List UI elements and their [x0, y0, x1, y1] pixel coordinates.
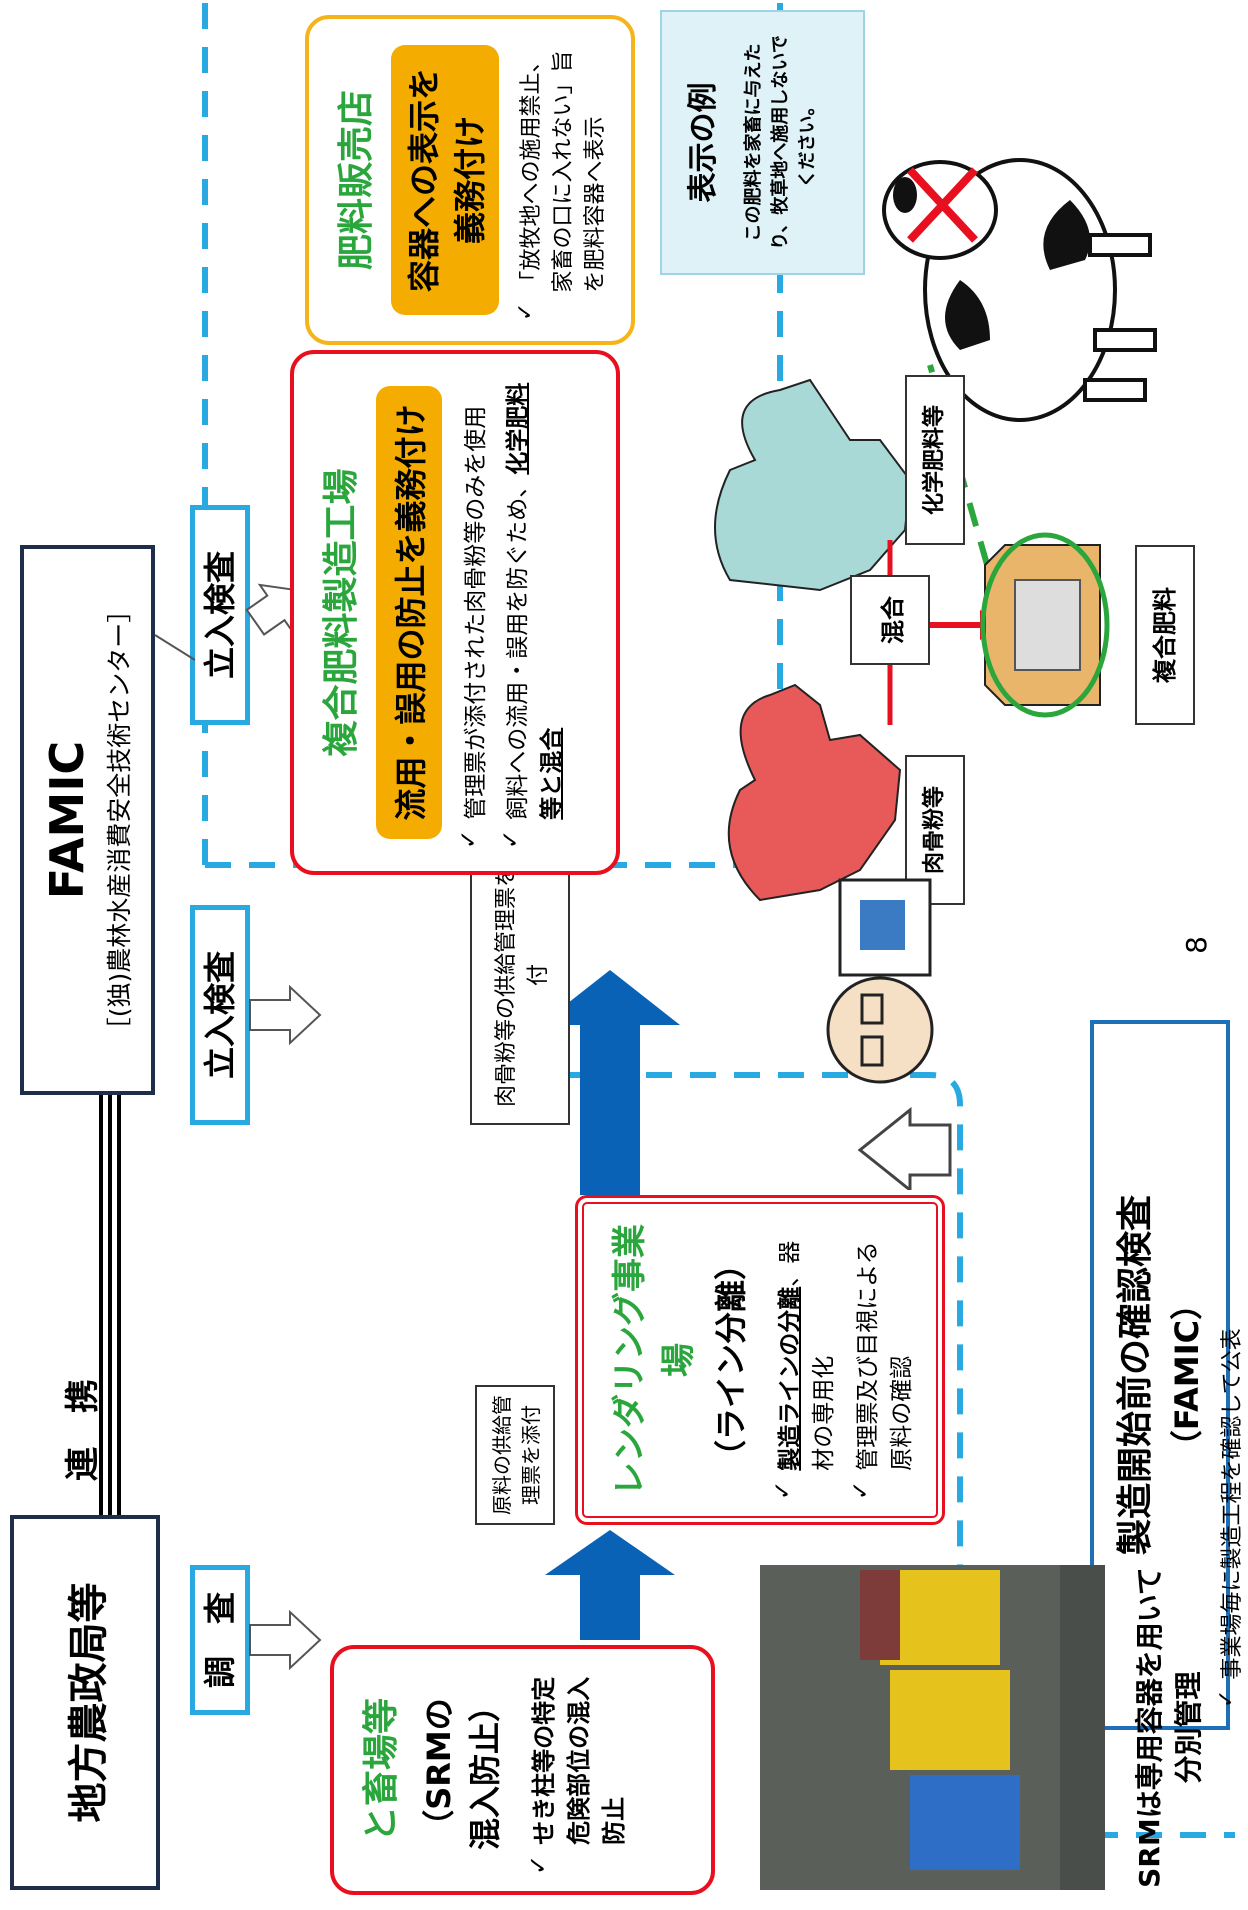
label-example-title: 表示の例: [686, 82, 721, 203]
check-icon: ✓: [1214, 1689, 1239, 1708]
check-icon: ✓: [498, 829, 524, 849]
rendering-title: レンダリング事業場: [610, 1224, 699, 1496]
compound-plant-check-1-text: 管理票が添付された肉骨粉等のみを使用: [463, 405, 489, 820]
label-example-box: 表示の例 この肥料を家畜に与えたり、牧草地へ施用しないでください。: [660, 10, 865, 275]
rendering-check-2: ✓ 管理票及び目視による原料の確認: [848, 1220, 916, 1500]
pre-check-item-text: 事業場毎に製造工程を確認して公表: [1220, 1328, 1245, 1680]
page-number: 8: [1180, 936, 1213, 954]
cooperation-connector: [99, 1095, 121, 1515]
label-example-text: この肥料を家畜に与えたり、牧草地へ施用しないでください。: [743, 35, 818, 250]
compound-fertilizer-label: 複合肥料: [1135, 545, 1195, 725]
rendering-check-2-text: 管理票及び目視による原料の確認: [855, 1241, 915, 1471]
compound-plant-check-2-pre: 飼料への流用・誤用を防ぐため、: [505, 474, 531, 820]
check-icon: ✓: [848, 1480, 874, 1500]
chemical-fertilizer-label: 化学肥料等: [905, 375, 965, 545]
compound-plant-check-2: ✓ 飼料への流用・誤用を防ぐため、化学肥料等と混合: [498, 376, 566, 849]
chemical-fertilizer-bag-icon: [714, 378, 912, 592]
rendering-subtitle: （ライン分離）: [712, 1248, 750, 1473]
check-icon: ✓: [770, 1480, 796, 1500]
cow-illustration: [882, 158, 1157, 422]
compound-plant-box: 複合肥料製造工場 流用・誤用の防止を義務付け ✓ 管理票が添付された肉骨粉等のみ…: [290, 350, 620, 875]
compound-plant-title: 複合肥料製造工場: [321, 468, 362, 757]
fertilizer-store-box: 肥料販売店 容器への表示を義務付け ✓ 「放牧地への施用禁止、家畜の口に入れない…: [305, 15, 635, 345]
check-icon: ✓: [456, 829, 482, 849]
srm-containers-photo: [760, 1565, 1105, 1890]
rendering-check-1-underlined: 製造ラインの分離: [777, 1286, 803, 1471]
pre-check-item: ✓ 事業場毎に製造工程を確認して公表: [1214, 1042, 1246, 1708]
rendering-box: レンダリング事業場 （ライン分離） ✓ 製造ラインの分離、器材の専用化 ✓ 管理…: [575, 1195, 945, 1525]
check-icon: ✓: [513, 302, 538, 321]
fertilizer-store-duty: 容器への表示を義務付け: [391, 45, 499, 315]
inspector-illustration: [826, 878, 952, 1190]
photo-caption: SRMは専用容器を用いて分別管理: [1133, 1567, 1206, 1888]
bone-meal-bag-icon: [727, 683, 902, 902]
rendering-check-1: ✓ 製造ラインの分離、器材の専用化: [770, 1220, 838, 1500]
fertilizer-store-check-text: 「放牧地への施用禁止、家畜の口に入れない」旨を肥料容器へ表示: [519, 50, 608, 293]
mixing-diagram: [714, 378, 1110, 902]
fertilizer-store-title: 肥料販売店: [336, 90, 377, 271]
compound-plant-check-1: ✓ 管理票が添付された肉骨粉等のみを使用: [456, 376, 490, 849]
fertilizer-store-check: ✓ 「放牧地への施用禁止、家畜の口に入れない」旨を肥料容器へ表示: [513, 39, 609, 321]
compound-fertilizer-bag-icon: [980, 532, 1110, 718]
compound-plant-duty: 流用・誤用の防止を義務付け: [376, 386, 442, 839]
mix-label: 混合: [850, 575, 930, 665]
